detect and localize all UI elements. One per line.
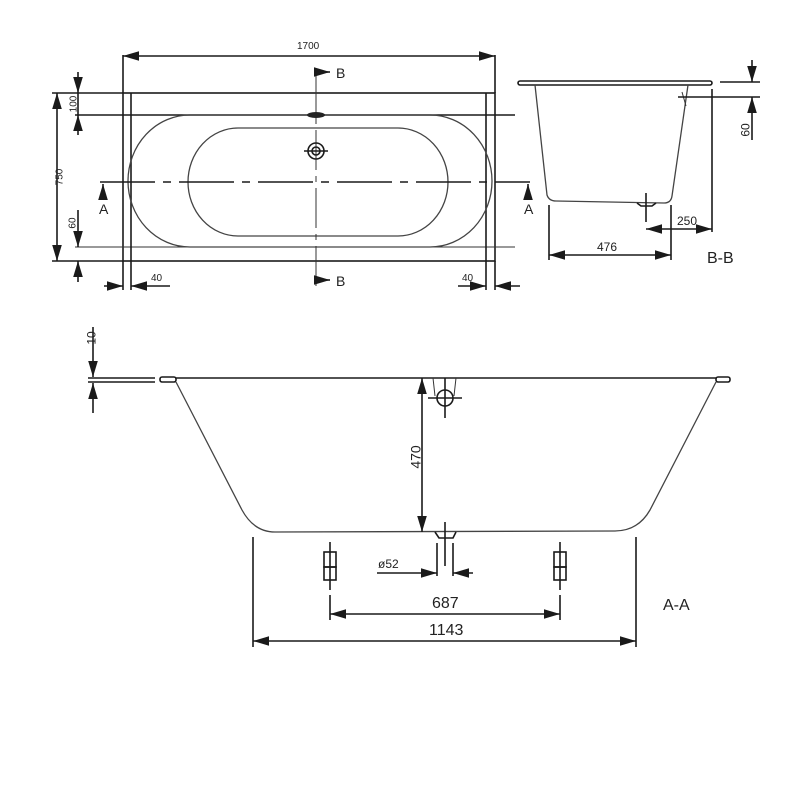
section-b-marker-bottom: B: [336, 273, 346, 289]
dim-rim-top: 100: [68, 95, 80, 113]
tub-outline-plan: [122, 92, 496, 262]
section-a-marker-left: A: [99, 201, 109, 217]
rim-bb: [517, 80, 713, 86]
tub-profile-aa: [175, 381, 717, 533]
section-bb-title: B-B: [707, 250, 734, 267]
dim-rim-left: 40: [151, 273, 163, 284]
basin-outer-edge: [127, 114, 493, 248]
section-aa-title: A-A: [663, 597, 690, 614]
dim-aa-depth: 470: [407, 445, 424, 469]
basin-inner-edge: [187, 127, 449, 237]
dim-bb-rim-height: 60: [738, 123, 753, 137]
section-aa-view: [88, 327, 731, 647]
foot-right-icon: [553, 542, 567, 590]
dim-overall-length: 1700: [297, 41, 320, 52]
dim-aa-drain-diameter: ø52: [378, 557, 399, 571]
dim-rim-bottom: 60: [67, 217, 79, 229]
dim-rim-right: 40: [462, 273, 474, 284]
dim-overall-width: 750: [54, 168, 66, 186]
foot-left-icon: [323, 542, 337, 590]
section-a-marker-right: A: [524, 201, 534, 217]
section-bb-view: [517, 60, 760, 260]
tub-profile-bb: [534, 84, 689, 204]
plan-view: [52, 51, 533, 291]
section-b-marker-top: B: [336, 65, 346, 81]
dim-aa-rim-thickness: 10: [84, 331, 99, 345]
dim-aa-feet-spacing: 687: [432, 595, 459, 612]
dim-aa-bottom-length: 1143: [429, 622, 464, 639]
dim-bb-bottom-width: 476: [597, 240, 618, 254]
overflow-icon: [307, 112, 325, 118]
dim-bb-drain-offset: 250: [677, 214, 698, 228]
